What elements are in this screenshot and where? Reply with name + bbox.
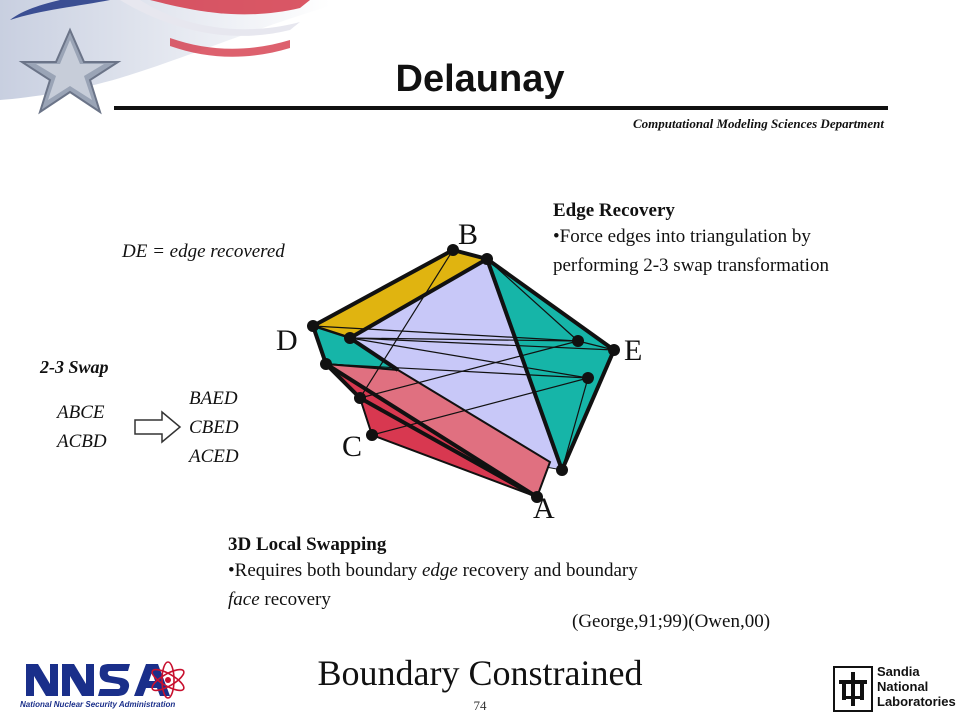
vertex-dot — [354, 392, 366, 404]
department-label: Computational Modeling Sciences Departme… — [633, 116, 884, 131]
vertex-dot — [320, 358, 332, 370]
swap-right-item: CBED — [189, 417, 239, 438]
edge-recovery-title: Edge Recovery — [553, 200, 675, 221]
vertex-label-a: A — [533, 492, 555, 525]
nnsa-atom-icon — [26, 661, 185, 699]
swap-right-list: BAED CBED ACED — [189, 384, 239, 471]
local-swapping-em-face: face — [228, 589, 260, 610]
swap-title: 2-3 Swap — [40, 357, 109, 377]
vertex-label-c: C — [342, 430, 363, 463]
swap-left-list: ABCE ACBD — [57, 398, 107, 456]
local-swapping-text: recovery and boundary — [457, 560, 638, 581]
local-swapping-line-1: •Requires both boundary edge recovery an… — [228, 556, 788, 585]
local-swapping-text: recovery — [259, 589, 331, 610]
sandia-word: Sandia — [877, 664, 920, 679]
vertex-dot — [582, 372, 594, 384]
swap-left-item: ABCE — [57, 402, 105, 423]
title-divider — [114, 106, 888, 110]
edge-recovery-block: Edge Recovery •Force edges into triangul… — [553, 200, 943, 280]
swap-right-item: BAED — [189, 388, 238, 409]
vertex-label-e: E — [624, 334, 643, 367]
vertex-label-d: D — [276, 324, 298, 357]
vertex-dot — [366, 429, 378, 441]
right-arrow-icon — [134, 410, 182, 444]
vertex-dot — [481, 253, 493, 265]
local-swapping-line-2: face recovery — [228, 585, 788, 614]
swap-left-item: ACBD — [57, 431, 107, 452]
page-title: Delaunay — [395, 58, 565, 100]
vertex-dot — [608, 344, 620, 356]
vertex-dot — [531, 491, 543, 503]
nnsa-logo-caption: National Nuclear Security Administration — [20, 700, 176, 709]
local-swapping-block: 3D Local Swapping •Requires both boundar… — [228, 534, 788, 614]
vertex-dot — [344, 332, 356, 344]
bottom-title: Boundary Constrained — [317, 653, 643, 693]
edge-recovered-note: DE = edge recovered — [122, 241, 285, 262]
vertex-dot — [307, 320, 319, 332]
vertex-dot — [447, 244, 459, 256]
thunderbird-icon — [833, 666, 873, 712]
sandia-logo: Sandia National Laboratories — [833, 664, 956, 714]
vertex-dot — [572, 335, 584, 347]
page-number: 74 — [473, 698, 487, 713]
local-swapping-title: 3D Local Swapping — [228, 534, 387, 555]
sandia-word: Laboratories — [877, 694, 956, 709]
edge-recovery-line-2: performing 2-3 swap transformation — [553, 255, 829, 276]
sandia-word: National — [877, 679, 929, 694]
flag-star-logo — [0, 0, 330, 115]
vertex-dot — [556, 464, 568, 476]
nnsa-logo: National Nuclear Security Administration — [18, 660, 193, 712]
sandia-wordmark: Sandia National Laboratories — [877, 664, 956, 709]
swap-right-item: ACED — [189, 446, 239, 467]
local-swapping-text: •Requires both boundary — [228, 560, 422, 581]
local-swapping-em-edge: edge — [421, 560, 458, 581]
edge-recovery-line-1: •Force edges into triangulation by — [553, 226, 811, 247]
citation: (George,91;99)(Owen,00) — [572, 611, 771, 632]
vertex-label-b: B — [458, 218, 479, 251]
